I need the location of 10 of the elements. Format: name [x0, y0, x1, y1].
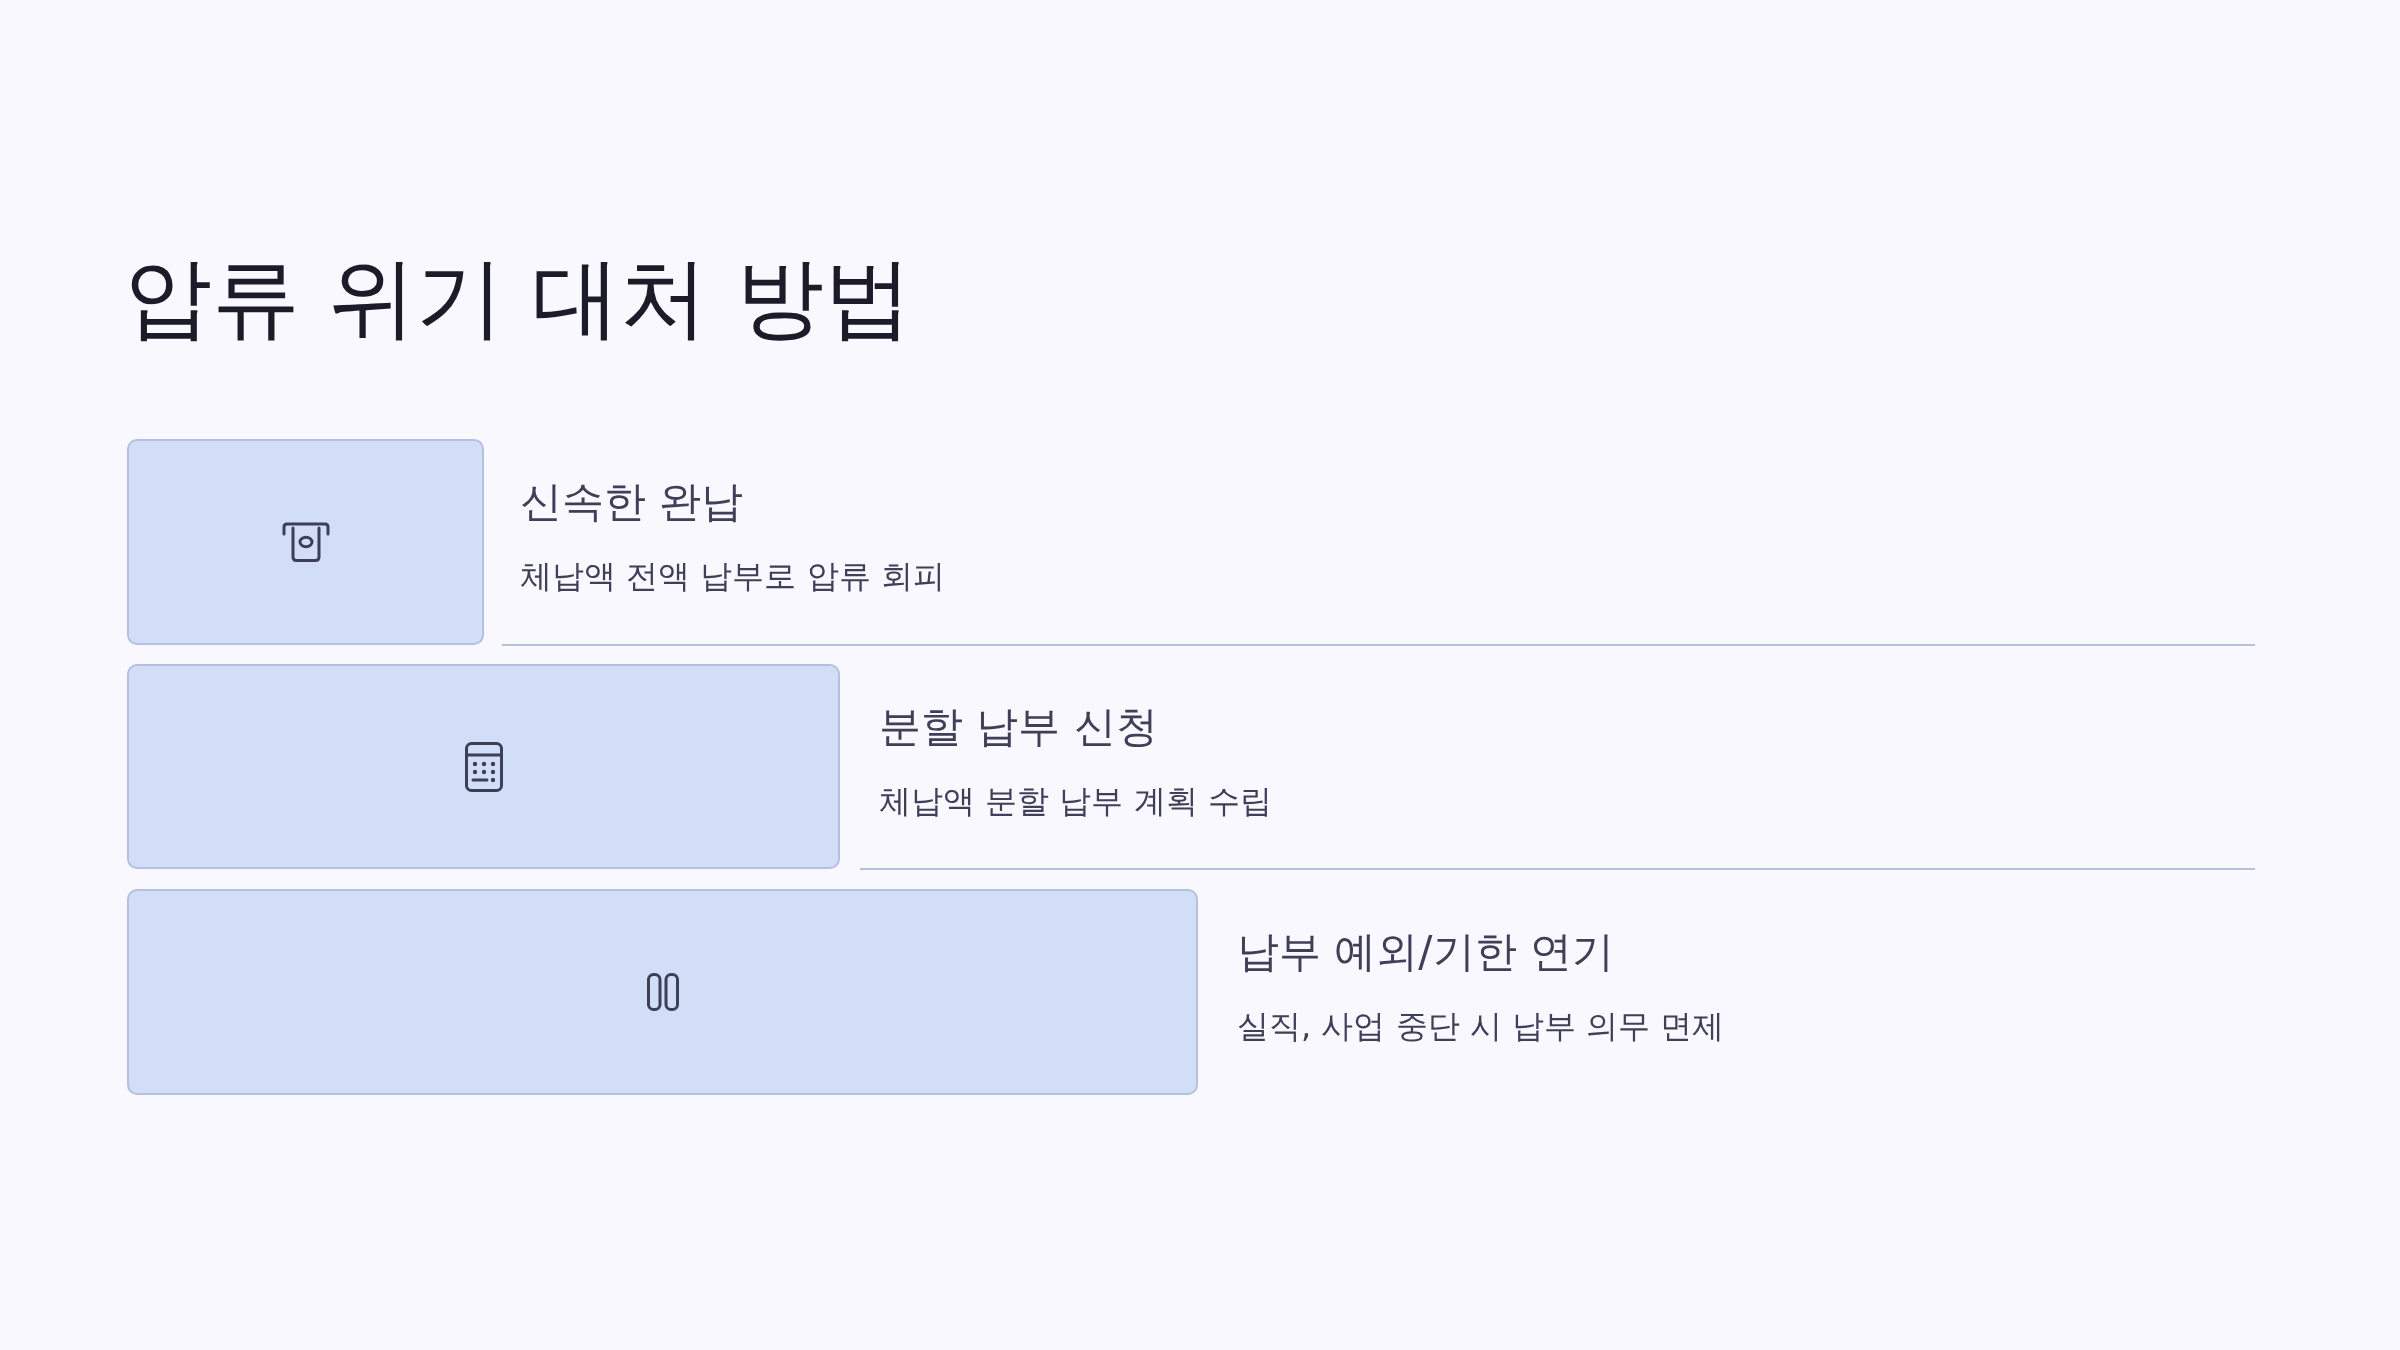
option-heading: 신속한 완납 — [520, 477, 744, 528]
option-card — [127, 439, 484, 645]
option-description: 체납액 분할 납부 계획 수립 — [879, 782, 1272, 821]
option-card — [127, 889, 1198, 1095]
option-card — [127, 664, 840, 869]
option-heading: 납부 예외/기한 연기 — [1237, 927, 1614, 978]
page-title: 압류 위기 대처 방법 — [124, 250, 912, 347]
option-heading: 분할 납부 신청 — [879, 702, 1158, 753]
option-description: 체납액 전액 납부로 압류 회피 — [520, 557, 945, 596]
option-description: 실직, 사업 중단 시 납부 의무 면제 — [1237, 1007, 1725, 1046]
